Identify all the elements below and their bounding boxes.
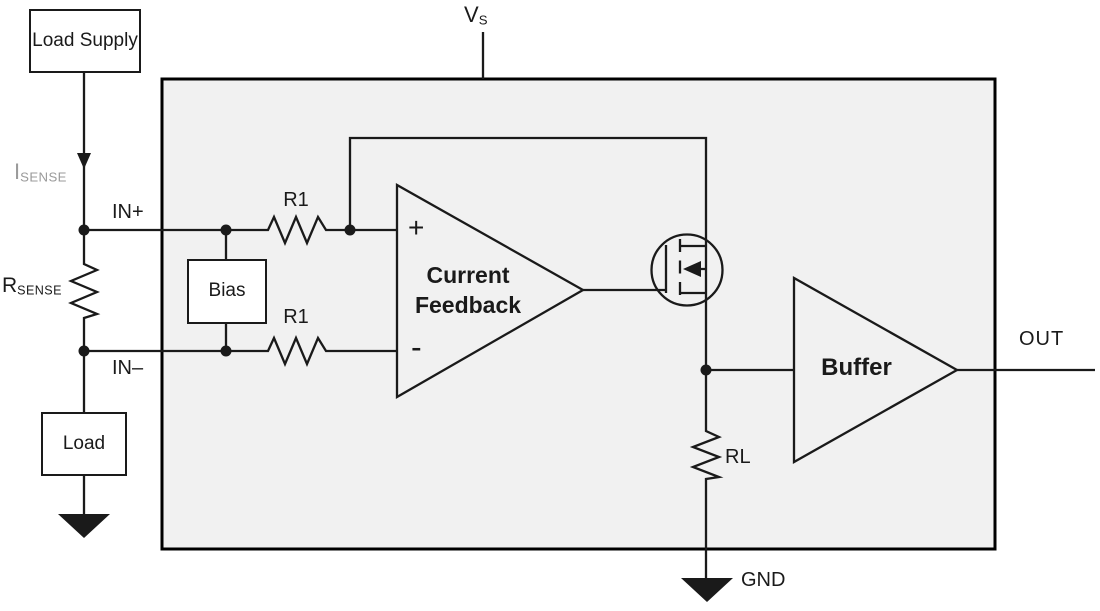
- junction-feedback: [344, 224, 356, 236]
- load-ground-icon: [58, 514, 110, 538]
- r1-top-resistor: [262, 214, 330, 246]
- r1-bottom-label: R1: [283, 306, 309, 328]
- junction-bias-bottom: [220, 345, 232, 357]
- load-supply-label: Load Supply: [32, 29, 138, 51]
- amp-plus-input-label: +: [408, 212, 425, 243]
- current-feedback-amp-triangle: [395, 183, 586, 399]
- load-supply-box: [29, 9, 141, 73]
- r1-bottom-resistor: [262, 335, 330, 367]
- in-minus-pin-label: IN–: [112, 357, 144, 379]
- buffer-label: Buffer: [821, 354, 892, 381]
- gnd-pin-label: GND: [741, 569, 786, 591]
- feedback-wire: [348, 136, 708, 370]
- rsense-resistor: [68, 261, 101, 321]
- load-box: [41, 412, 127, 476]
- bias-label: Bias: [208, 280, 246, 302]
- amp-minus-input-label: -: [411, 329, 422, 365]
- rl-label: RL: [725, 446, 751, 468]
- r1-top-label: R1: [283, 189, 309, 211]
- in-plus-pin-label: IN+: [112, 201, 144, 223]
- junction-bias-top: [220, 224, 232, 236]
- bias-box: [187, 259, 267, 324]
- gnd-ground-icon: [681, 578, 733, 602]
- junction-in-minus: [78, 345, 90, 357]
- mosfet-body-arrow-icon: [683, 261, 701, 277]
- vs-pin-label: VS: [464, 2, 488, 28]
- current-feedback-label: Current Feedback: [414, 262, 522, 318]
- isense-label: ISENSE: [14, 159, 67, 185]
- junction-in-plus: [78, 224, 90, 236]
- buffer-amp-triangle: [792, 276, 960, 464]
- junction-source-output: [700, 364, 712, 376]
- load-label: Load: [62, 432, 106, 454]
- rl-resistor: [689, 428, 724, 482]
- rsense-label: RSENSE: [2, 274, 62, 298]
- isense-current-arrow-icon: [77, 153, 91, 169]
- out-pin-label: OUT: [1019, 328, 1065, 350]
- mosfet-circle: [650, 233, 724, 307]
